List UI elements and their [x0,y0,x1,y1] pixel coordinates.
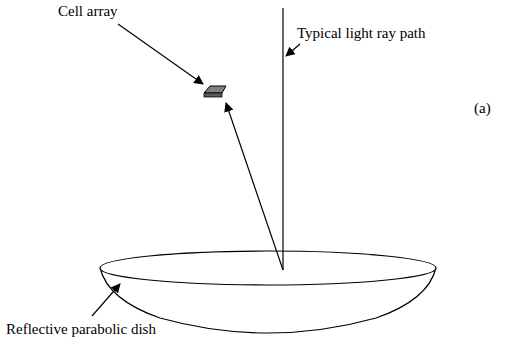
leader-arrow [118,24,203,84]
part-label: Cell array [58,3,118,20]
leader-arrow [92,284,120,316]
part-label: Typical light ray path [297,25,426,42]
incoming-ray [282,8,283,270]
reflected-ray [226,103,283,270]
leader-arrow [286,44,300,56]
cell-array-side [204,93,222,97]
part-label: Reflective parabolic dish [6,321,156,338]
dish-rim [100,251,436,285]
figure-label: (a) [474,100,491,117]
cell-array [204,86,226,93]
